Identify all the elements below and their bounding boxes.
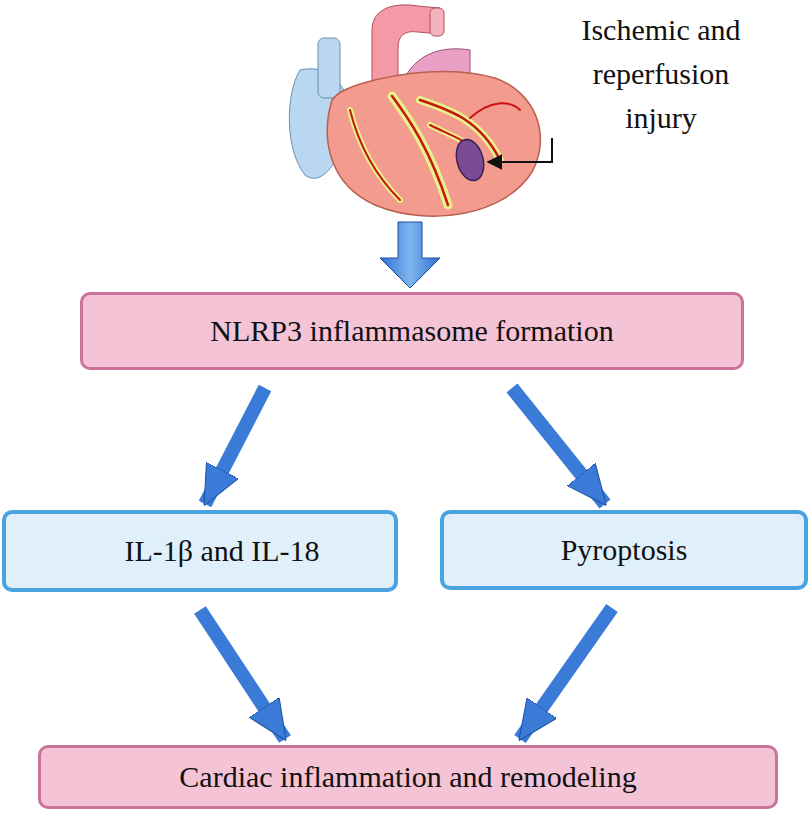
process-box: NLRP3 inflammasome formation [80, 292, 744, 370]
flow-arrow [520, 608, 612, 739]
box-text: IL-1β and IL-18 [124, 534, 319, 569]
box-text: NLRP3 inflammasome formation [210, 314, 613, 349]
injury-label: Ischemic and reperfusion injury [556, 8, 766, 140]
outcome-box: Pyroptosis [440, 510, 808, 590]
flow-arrow [200, 610, 285, 739]
flow-arrow [205, 388, 265, 504]
result-box: Cardiac inflammation and remodeling [38, 745, 778, 809]
flow-arrow [512, 388, 605, 504]
box-text: Pyroptosis [561, 533, 688, 568]
box-text: Cardiac inflammation and remodeling [179, 760, 636, 795]
outcome-box: IL-1β and IL-18 [2, 510, 398, 592]
